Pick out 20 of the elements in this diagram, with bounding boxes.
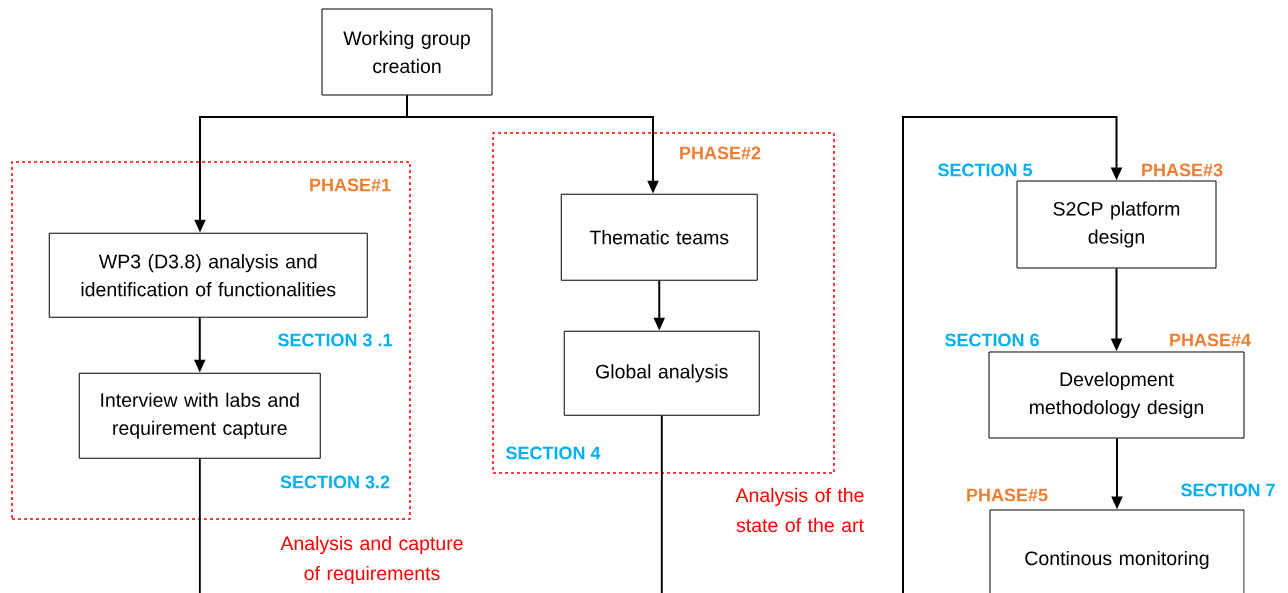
phase-label: PHASE#3 xyxy=(1142,163,1223,177)
process-box: Continous monitoring xyxy=(989,509,1245,593)
caption-text: Analysis of the state of the art xyxy=(735,487,864,533)
process-box: Global analysis xyxy=(563,330,760,416)
process-box: Thematic teams xyxy=(560,193,758,281)
process-box: Working group creation xyxy=(321,8,493,96)
caption-text: Analysis and capture of requirements xyxy=(280,535,463,585)
section-label: SECTION 7 xyxy=(1181,483,1275,497)
process-box: WP3 (D3.8) analysis and identification of functionalities xyxy=(48,232,368,318)
section-label: SECTION 6 xyxy=(945,333,1039,347)
section-label: SECTION 3 .1 xyxy=(278,333,392,347)
section-label: SECTION 5 xyxy=(938,163,1032,177)
section-label: SECTION 3.2 xyxy=(280,475,390,489)
arrow xyxy=(902,116,1123,593)
phase-label: PHASE#5 xyxy=(967,488,1048,502)
section-label: SECTION 4 xyxy=(506,446,601,460)
process-box: Development methodology design xyxy=(988,351,1245,439)
phase-label: PHASE#4 xyxy=(1170,333,1251,347)
process-box: Interview with labs and requirement capture xyxy=(78,372,321,459)
process-box: S2CP platform design xyxy=(1016,180,1217,269)
